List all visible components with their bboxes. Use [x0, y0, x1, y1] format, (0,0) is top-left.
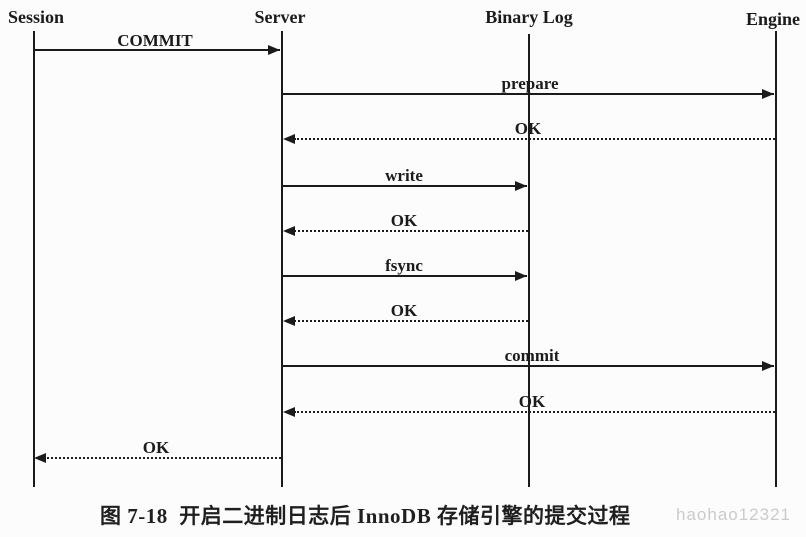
actor-label-engine: Engine [745, 9, 801, 29]
lifeline-server [281, 31, 283, 487]
lifeline-binary-log [528, 34, 530, 487]
message-label: OK [390, 301, 418, 320]
arrowhead-left-icon [283, 407, 295, 417]
lifeline-engine [775, 31, 777, 487]
message-label: OK [142, 438, 170, 457]
message-label: fsync [385, 256, 423, 275]
message-line [294, 411, 775, 413]
message-line [283, 185, 527, 187]
actor-label-session: Session [7, 7, 65, 27]
lifeline-session [33, 31, 35, 487]
message-line [294, 230, 528, 232]
message-label: OK [390, 211, 418, 230]
message-line [34, 49, 280, 51]
actor-label-server: Server [254, 7, 306, 27]
message-label: prepare [501, 74, 559, 93]
arrowhead-left-icon [283, 226, 295, 236]
message-label: write [385, 166, 423, 185]
arrowhead-left-icon [34, 453, 46, 463]
arrowhead-left-icon [283, 316, 295, 326]
arrowhead-right-icon [268, 45, 280, 55]
message-label: commit [504, 346, 560, 365]
figure-caption: 图 7-18 开启二进制日志后 InnoDB 存储引擎的提交过程 [100, 504, 631, 528]
arrowhead-right-icon [762, 361, 774, 371]
arrowhead-right-icon [515, 181, 527, 191]
arrowhead-left-icon [283, 134, 295, 144]
arrowhead-right-icon [762, 89, 774, 99]
message-label: COMMIT [117, 31, 193, 50]
message-line [283, 275, 527, 277]
message-line [294, 138, 775, 140]
message-line [44, 457, 281, 459]
watermark-text: haohao12321 [676, 505, 792, 524]
arrowhead-right-icon [515, 271, 527, 281]
message-line [294, 320, 528, 322]
message-label: OK [518, 392, 546, 411]
actor-label-binary-log: Binary Log [485, 7, 573, 27]
message-line [283, 365, 774, 367]
message-line [283, 93, 774, 95]
message-label: OK [514, 119, 542, 138]
